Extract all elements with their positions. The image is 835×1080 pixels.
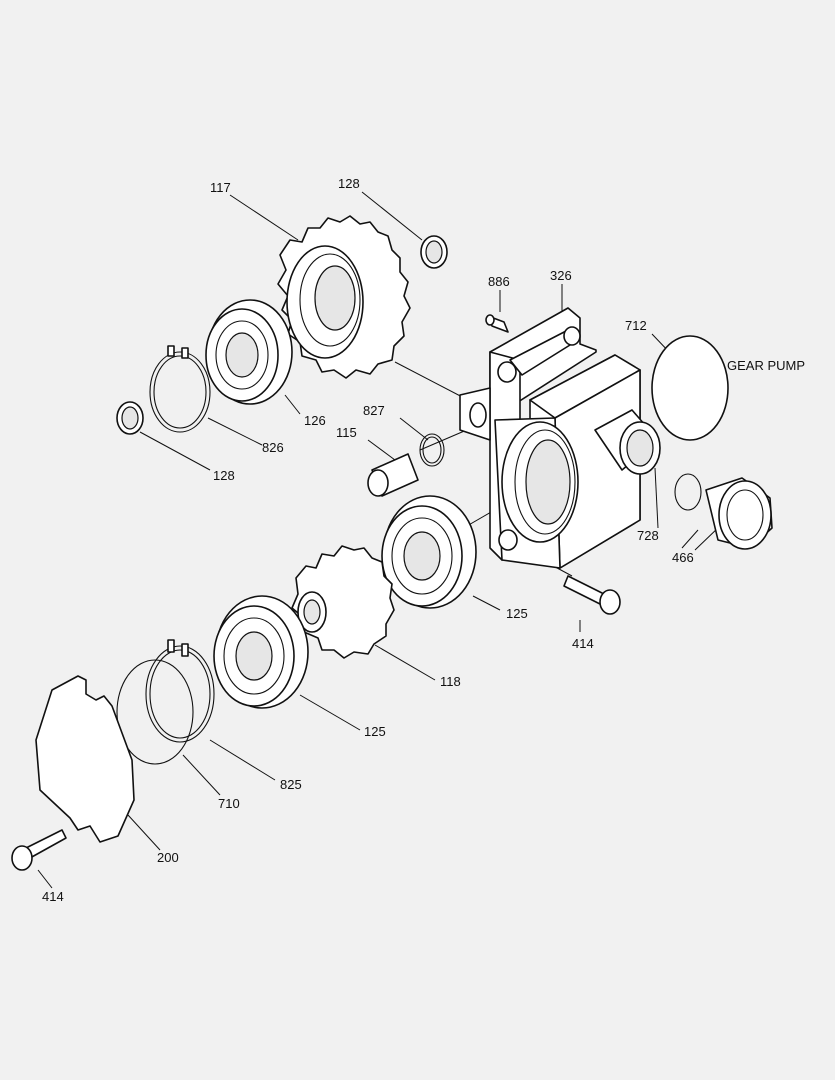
callout-126: 126 [304,413,326,428]
callout-125-upper: 125 [506,606,528,621]
plug-466 [705,477,773,550]
callout-117: 117 [210,180,231,195]
callout-886: 886 [488,274,510,289]
callout-128-left: 128 [213,468,235,483]
bearing-125-lower [213,595,309,709]
retaining-ring-826 [149,345,211,433]
cover-plate-200 [35,675,135,843]
callout-710: 710 [218,796,240,811]
o-ring-728 [674,473,702,511]
callout-125-lower: 125 [364,724,386,739]
o-ring-710 [116,659,194,765]
callout-labels: 117 128 886 326 712 126 826 128 827 115 … [42,176,805,904]
callout-826: 826 [262,440,284,455]
diagram-title: GEAR PUMP [727,358,805,373]
gasket-712 [651,335,729,441]
bolt-414-right [563,575,621,615]
callout-825: 825 [280,777,302,792]
housing-326 [459,307,661,569]
callout-128-top: 128 [338,176,360,191]
callout-728: 728 [637,528,659,543]
bolt-414-left [11,829,67,871]
callout-200: 200 [157,850,179,865]
callout-827: 827 [363,403,385,418]
shaft-115 [367,453,419,497]
gear-117 [277,215,411,379]
retaining-ring-825 [145,639,215,743]
callout-118: 118 [440,674,461,689]
callout-115: 115 [336,425,357,440]
callout-326: 326 [550,268,572,283]
callout-712: 712 [625,318,647,333]
gear-118 [291,545,395,659]
callout-414-left: 414 [42,889,64,904]
washer-128-top [420,235,448,269]
callout-466: 466 [672,550,694,565]
pin-886 [485,314,509,333]
snap-ring-827 [419,433,445,467]
bearing-125-upper [381,495,477,609]
bearing-126 [205,299,293,405]
washer-128-left [116,401,144,435]
callout-414-right: 414 [572,636,594,651]
